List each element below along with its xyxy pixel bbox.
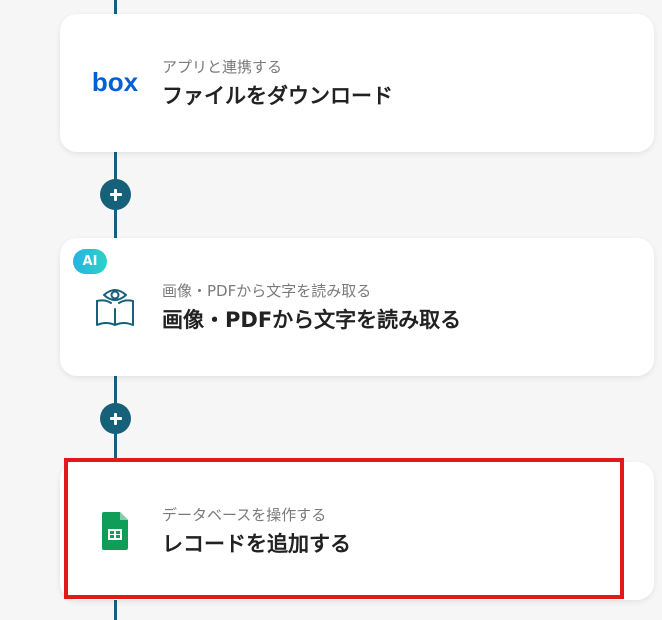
step-card-box-download[interactable]: box アプリと連携する ファイルをダウンロード (60, 14, 654, 152)
step-text: データベースを操作する レコードを追加する (162, 506, 351, 557)
step-subtitle: 画像・PDFから文字を読み取る (162, 282, 372, 300)
step-title: レコードを追加する (162, 532, 351, 556)
step-text: アプリと連携する ファイルをダウンロード (162, 58, 393, 109)
add-step-button[interactable] (100, 179, 131, 210)
add-step-button[interactable] (100, 403, 131, 434)
step-title: ファイルをダウンロード (162, 84, 393, 108)
box-logo-icon: box (91, 59, 139, 107)
ai-badge: AI (73, 249, 107, 274)
step-subtitle: データベースを操作する (162, 506, 327, 524)
step-title: 画像・PDFから文字を読み取る (162, 308, 462, 332)
step-text: 画像・PDFから文字を読み取る 画像・PDFから文字を読み取る (162, 282, 461, 333)
ocr-book-eye-icon (91, 283, 139, 331)
step-card-add-record[interactable]: データベースを操作する レコードを追加する (60, 462, 654, 600)
google-sheets-icon (91, 507, 139, 555)
step-subtitle: アプリと連携する (162, 58, 283, 76)
svg-text:box: box (92, 70, 139, 96)
step-card-ocr[interactable]: 画像・PDFから文字を読み取る 画像・PDFから文字を読み取る (60, 238, 654, 376)
